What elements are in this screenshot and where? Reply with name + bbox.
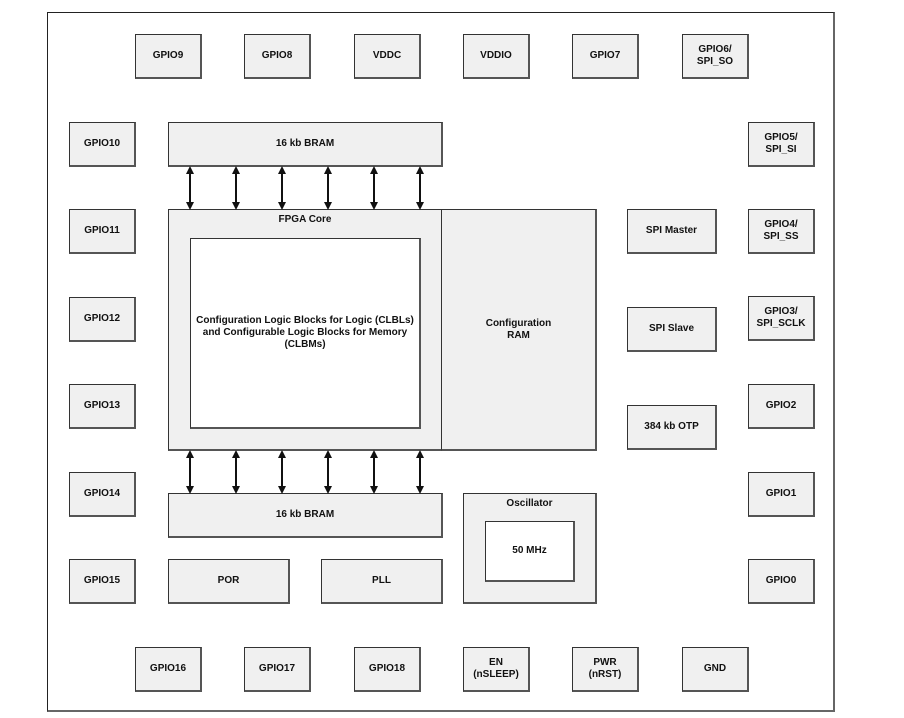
por-block: POR — [168, 559, 290, 604]
pin-gpio8: GPIO8 — [244, 34, 311, 79]
pin-gpio2: GPIO2 — [748, 384, 815, 429]
pin-gpio16: GPIO16 — [135, 647, 202, 692]
spi-slave-block: SPI Slave — [627, 307, 717, 352]
clb-block: Configuration Logic Blocks for Logic (CL… — [190, 238, 421, 429]
pin-gpio1: GPIO1 — [748, 472, 815, 517]
pll-block: PLL — [321, 559, 443, 604]
pin-gpio0: GPIO0 — [748, 559, 815, 604]
pin-gpio3-spi-sclk: GPIO3/ SPI_SCLK — [748, 296, 815, 341]
pin-gpio10: GPIO10 — [69, 122, 136, 167]
pin-gpio12: GPIO12 — [69, 297, 136, 342]
pin-gpio6-spi-so: GPIO6/ SPI_SO — [682, 34, 749, 79]
pin-gnd: GND — [682, 647, 749, 692]
pin-en-nsleep: EN (nSLEEP) — [463, 647, 530, 692]
pin-gpio13: GPIO13 — [69, 384, 136, 429]
spi-master-block: SPI Master — [627, 209, 717, 254]
pin-pwr-nrst: PWR (nRST) — [572, 647, 639, 692]
pin-gpio4-spi-ss: GPIO4/ SPI_SS — [748, 209, 815, 254]
configuration-ram-block: Configuration RAM — [441, 209, 597, 451]
pin-gpio15: GPIO15 — [69, 559, 136, 604]
oscillator-50mhz-block: 50 MHz — [485, 521, 575, 582]
pin-gpio9: GPIO9 — [135, 34, 202, 79]
pin-vddc: VDDC — [354, 34, 421, 79]
pin-gpio17: GPIO17 — [244, 647, 311, 692]
pin-gpio18: GPIO18 — [354, 647, 421, 692]
pin-gpio11: GPIO11 — [69, 209, 136, 254]
bram-bottom-block: 16 kb BRAM — [168, 493, 443, 538]
pin-gpio14: GPIO14 — [69, 472, 136, 517]
otp-block: 384 kb OTP — [627, 405, 717, 450]
pin-vddio: VDDIO — [463, 34, 530, 79]
pin-gpio5-spi-si: GPIO5/ SPI_SI — [748, 122, 815, 167]
pin-gpio7: GPIO7 — [572, 34, 639, 79]
bram-top-block: 16 kb BRAM — [168, 122, 443, 167]
